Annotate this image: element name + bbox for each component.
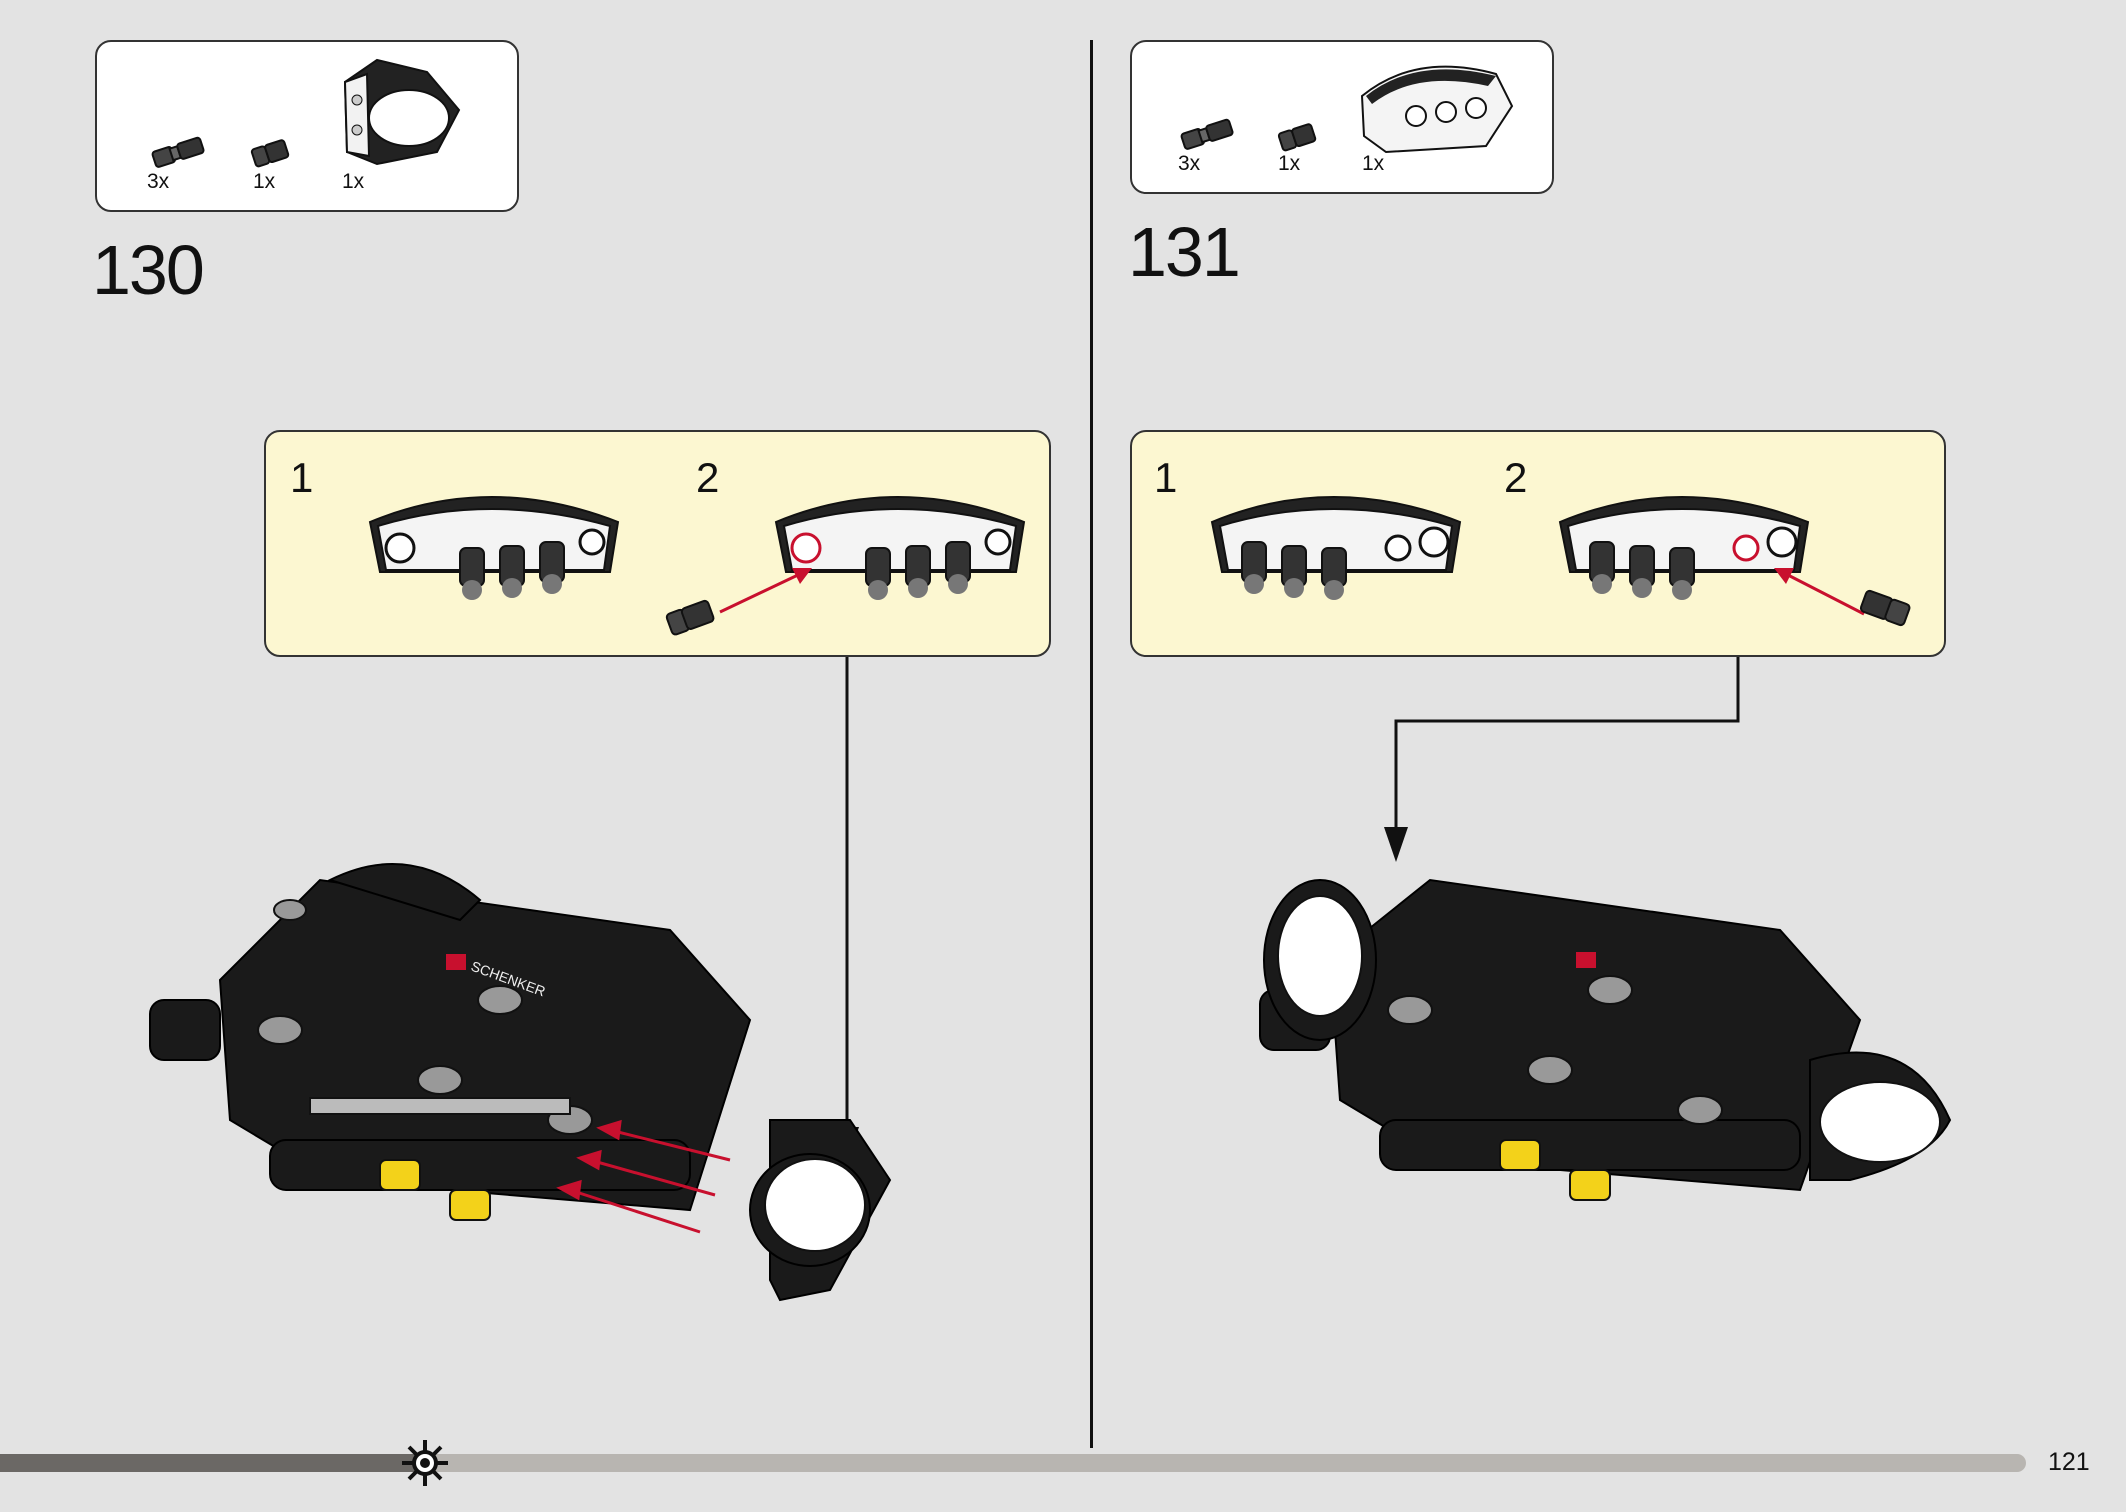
engine-cover-assembly [1259, 878, 1952, 1201]
page-number: 121 [2048, 1448, 2090, 1476]
headlight-panel-icon [343, 58, 461, 166]
leader-line [1384, 657, 1740, 862]
substep-number: 1 [290, 454, 314, 501]
part-qty: 3x [1178, 152, 1201, 175]
headlight-subassembly-icon [1210, 496, 1462, 600]
part-qty: 1x [253, 170, 276, 193]
parts-list-step-130: 3x 1x 1x [95, 40, 519, 212]
part-qty: 3x [147, 170, 170, 193]
headlight-panel-icon [1360, 65, 1514, 154]
axle-pin-3x-icon [1180, 118, 1234, 150]
substep-number: 2 [1504, 454, 1528, 501]
headlight-subassembly-icon [774, 496, 1026, 600]
progress-fill [0, 1454, 425, 1472]
substep-callout-step-130: 1 2 [264, 430, 1051, 657]
substep-number: 2 [696, 454, 720, 501]
page-divider [1090, 40, 1093, 1448]
short-pin-icon [665, 599, 715, 636]
parts-list-step-131: 3x 1x 1x [1130, 40, 1554, 194]
progress-track [0, 1454, 2026, 1472]
substep-callout-step-131: 1 2 [1130, 430, 1946, 657]
red-insert-arrow-icon [719, 568, 812, 614]
gear-icon [402, 1440, 448, 1486]
step-number: 130 [92, 231, 205, 309]
part-qty: 1x [1278, 152, 1301, 175]
part-qty: 1x [342, 170, 365, 193]
axle-pin-3x-icon [151, 136, 205, 168]
engine-cover-assembly: SCHENKER [149, 863, 892, 1302]
short-pin-icon [250, 139, 290, 168]
short-pin-icon [1277, 123, 1317, 152]
part-qty: 1x [1362, 152, 1385, 175]
headlight-subassembly-icon [1558, 496, 1810, 600]
step-number: 131 [1128, 213, 1241, 291]
red-insert-arrow-icon [1774, 568, 1865, 616]
short-pin-icon [1859, 589, 1911, 627]
headlight-subassembly-icon [368, 496, 620, 600]
substep-number: 1 [1154, 454, 1178, 501]
